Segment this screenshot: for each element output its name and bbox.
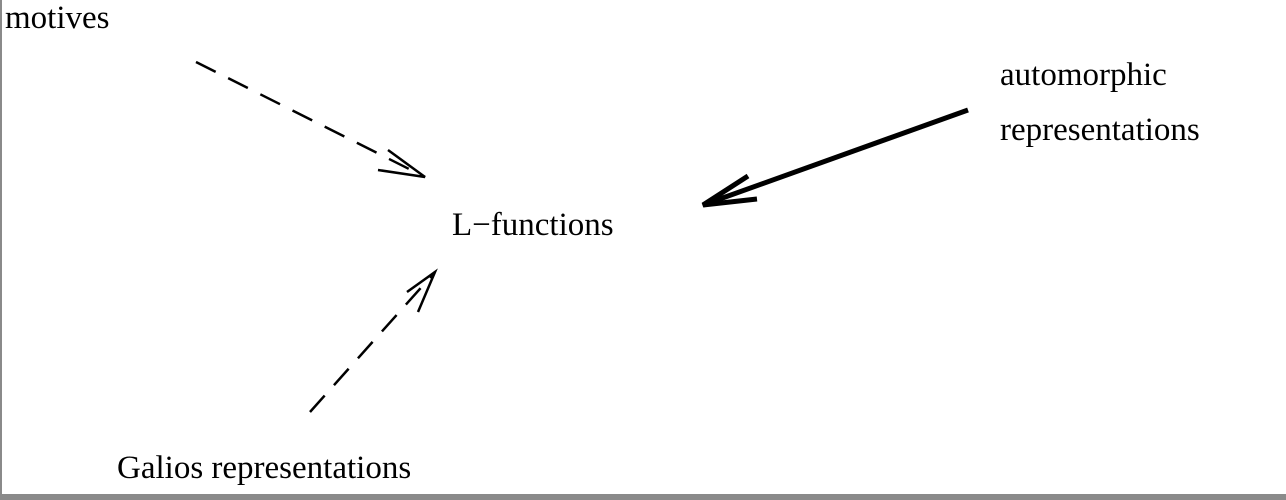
label-l-functions: L−functions (452, 207, 614, 243)
frame-bottom-border (0, 494, 1286, 500)
label-automorphic-line1: automorphic (1000, 57, 1167, 93)
arrow-galois-to-l-functions (309, 268, 438, 413)
label-motives: motives (5, 0, 110, 36)
arrow-motives-to-l-functions (195, 60, 426, 179)
arrow-automorphic-to-l-functions (701, 107, 969, 208)
label-automorphic-line2: representations (1000, 112, 1200, 148)
label-galois: Galios representations (117, 450, 411, 486)
frame-left-border (0, 0, 2, 500)
